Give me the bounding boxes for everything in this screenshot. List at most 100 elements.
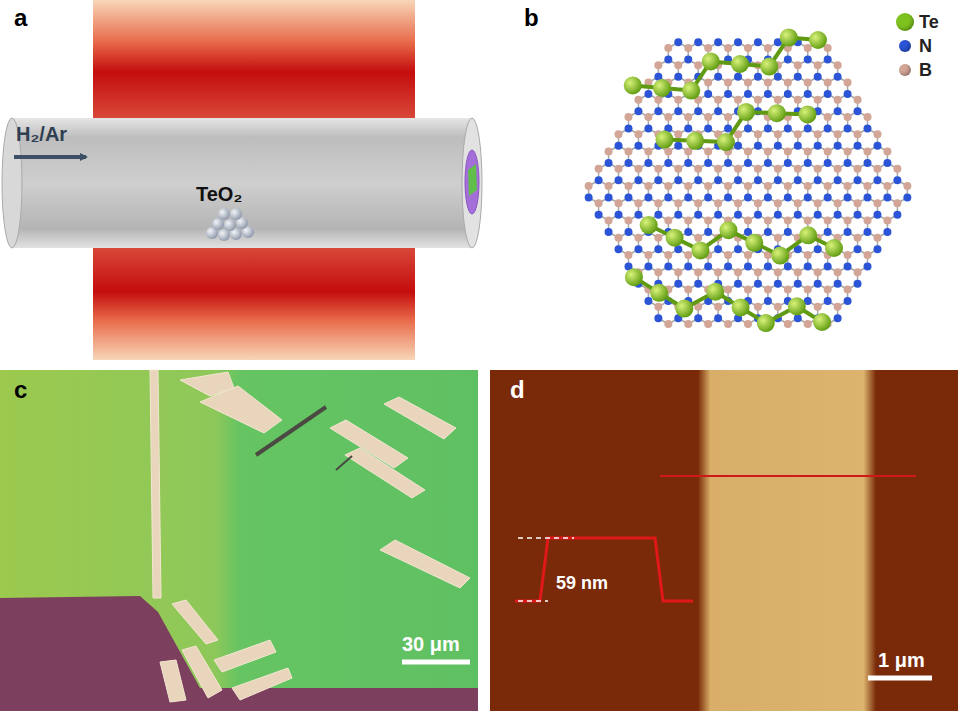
te-atom	[780, 28, 798, 46]
b-atom	[744, 79, 752, 87]
n-atom	[754, 176, 762, 184]
b-atom	[873, 234, 881, 242]
b-atom	[744, 320, 752, 328]
tellurium-needle	[256, 407, 326, 455]
n-atom	[644, 297, 652, 305]
b-atom	[624, 251, 632, 259]
n-atom	[854, 142, 862, 150]
n-atom	[764, 90, 772, 98]
b-atom	[764, 286, 772, 294]
optical-background	[0, 370, 478, 711]
te-atom	[686, 132, 704, 150]
n-atom	[824, 159, 832, 167]
n-atom	[654, 107, 662, 115]
b-atom	[654, 61, 662, 69]
n-atom	[694, 176, 702, 184]
b-atom	[794, 130, 802, 138]
n-atom	[764, 228, 772, 236]
b-atom	[605, 182, 613, 190]
guide-line	[518, 537, 574, 539]
n-atom	[644, 263, 652, 271]
b-atom	[694, 234, 702, 242]
b-atom	[854, 199, 862, 207]
te-atom	[731, 55, 749, 73]
n-atom	[734, 73, 742, 81]
b-atom	[804, 251, 812, 259]
n-atom	[814, 142, 822, 150]
n-atom	[873, 142, 881, 150]
n-atom	[674, 280, 682, 288]
panel-label: d	[510, 378, 525, 402]
panel-label: c	[14, 378, 27, 402]
b-atom	[784, 148, 792, 156]
n-atom	[674, 38, 682, 46]
n-atom	[774, 73, 782, 81]
te-atom	[799, 105, 817, 123]
n-atom	[804, 159, 812, 167]
n-atom	[744, 159, 752, 167]
b-atom	[844, 251, 852, 259]
b-atom	[634, 165, 642, 173]
b-atom	[774, 303, 782, 311]
b-atom	[794, 61, 802, 69]
b-atom	[624, 217, 632, 225]
n-atom	[873, 211, 881, 219]
n-atom	[634, 107, 642, 115]
b-atom	[844, 148, 852, 156]
n-atom	[834, 73, 842, 81]
b-atom	[615, 199, 623, 207]
b-atom	[624, 182, 632, 190]
n-atom	[864, 194, 872, 202]
n-atom	[834, 107, 842, 115]
b-atom	[764, 217, 772, 225]
n-atom	[794, 280, 802, 288]
b-atom	[644, 148, 652, 156]
b-atom	[784, 286, 792, 294]
b-atom	[684, 182, 692, 190]
b-atom	[764, 44, 772, 52]
b-atom	[734, 268, 742, 276]
b-atom	[674, 96, 682, 104]
n-atom	[834, 280, 842, 288]
b-atom	[824, 79, 832, 87]
b-atom	[664, 320, 672, 328]
n-atom	[754, 280, 762, 288]
n-atom	[834, 142, 842, 150]
n-atom	[824, 263, 832, 271]
b-atom	[784, 320, 792, 328]
legend-swatch	[899, 64, 911, 76]
b-atom	[794, 96, 802, 104]
te-atom	[771, 247, 789, 265]
b-atom	[883, 182, 891, 190]
b-atom	[844, 217, 852, 225]
b-atom	[694, 165, 702, 173]
n-atom	[794, 73, 802, 81]
n-atom	[864, 263, 872, 271]
panel-label: a	[14, 6, 27, 30]
n-atom	[684, 159, 692, 167]
b-atom	[854, 234, 862, 242]
b-atom	[714, 199, 722, 207]
b-atom	[834, 268, 842, 276]
b-atom	[824, 113, 832, 121]
n-atom	[704, 159, 712, 167]
b-atom	[724, 44, 732, 52]
n-atom	[634, 211, 642, 219]
n-atom	[714, 38, 722, 46]
te-atom	[682, 82, 700, 100]
b-atom	[624, 113, 632, 121]
n-atom	[744, 125, 752, 133]
te-atom	[706, 283, 724, 301]
b-atom	[644, 182, 652, 190]
n-atom	[585, 194, 593, 202]
b-atom	[903, 182, 911, 190]
precursor-label: TeO₂	[196, 184, 242, 204]
b-atom	[834, 199, 842, 207]
b-atom	[585, 182, 593, 190]
gas-flow-arrow	[14, 155, 86, 159]
n-atom	[864, 159, 872, 167]
te-atom	[691, 241, 709, 259]
b-atom	[814, 199, 822, 207]
n-atom	[844, 228, 852, 236]
